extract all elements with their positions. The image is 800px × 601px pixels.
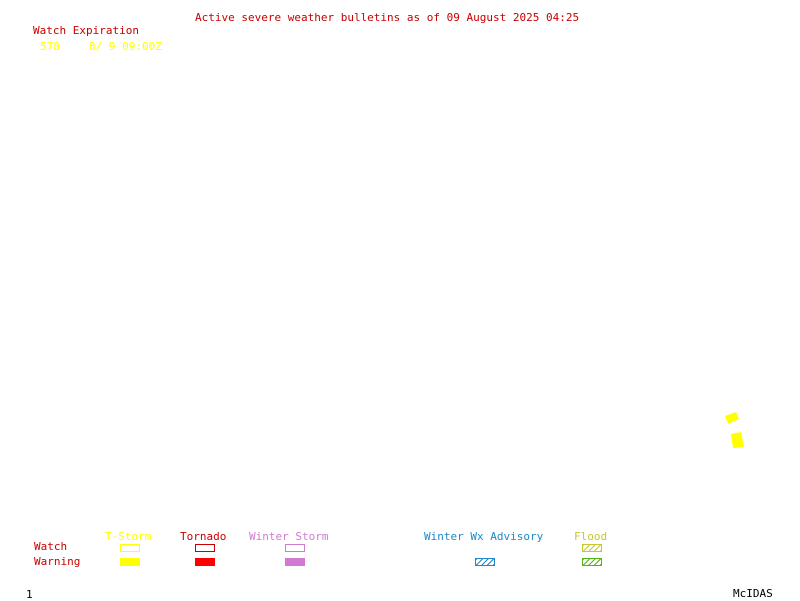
tornado-warning-swatch	[195, 558, 215, 566]
winter-storm-watch-swatch	[285, 544, 305, 552]
tornado-watch-swatch	[195, 544, 215, 552]
tstorm-watch-swatch	[120, 544, 140, 552]
flood-warning-swatch	[582, 558, 602, 566]
flood-watch-swatch	[582, 544, 602, 552]
frame-number: 1	[26, 588, 33, 601]
legend-flood-label: Flood	[574, 530, 608, 543]
legend-winter-storm-label: Winter Storm	[249, 530, 329, 543]
tstorm-watch-area	[725, 412, 739, 424]
tstorm-warning-swatch	[120, 558, 140, 566]
watch-list-header: Watch Expiration	[33, 24, 139, 37]
legend-tornado-label: Tornado	[180, 530, 227, 543]
legend-tstorm-label: T-Storm	[105, 530, 152, 543]
bulletin-title: Active severe weather bulletins as of 09…	[195, 11, 580, 24]
watch-number: 578	[40, 40, 60, 53]
legend-winter-wx-advisory-label: Winter Wx Advisory	[424, 530, 544, 543]
winter-storm-warning-swatch	[285, 558, 305, 566]
tstorm-watch-area	[731, 432, 744, 448]
watch-expiration: 8/ 9 09:00Z	[89, 40, 162, 53]
legend-warning-row-label: Warning	[34, 555, 81, 568]
winter-wx-advisory-swatch	[475, 558, 495, 566]
legend-watch-row-label: Watch	[34, 540, 68, 553]
software-label: McIDAS	[733, 587, 773, 600]
